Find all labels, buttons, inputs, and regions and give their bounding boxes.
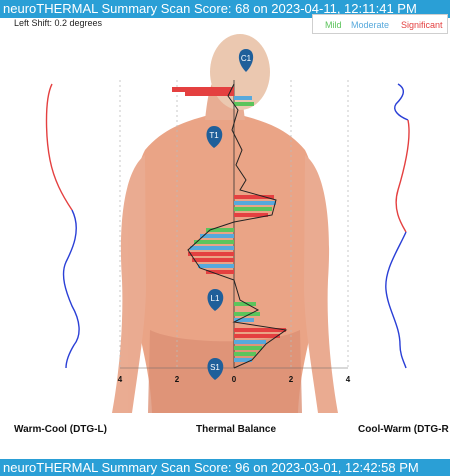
right-trend-blue-lower [385, 231, 407, 369]
marker-c1[interactable]: C1 [238, 49, 254, 72]
scan-header-current[interactable]: neuroTHERMAL Summary Scan Score: 68 on 2… [0, 0, 450, 18]
left-shift-label: Left Shift: 0.2 degrees [14, 18, 103, 28]
x-tick-label: 2 [175, 375, 180, 384]
marker-c1-label: C1 [241, 54, 252, 63]
right-trend-red [395, 119, 410, 233]
thermal-balance-label: Thermal Balance [196, 424, 277, 435]
balance-profile-line [187, 83, 288, 369]
warm-cool-label: Warm-Cool (DTG-L) [14, 424, 107, 435]
x-tick-label: 2 [289, 375, 294, 384]
marker-t1[interactable]: T1 [206, 126, 223, 148]
legend-significant: Significant [401, 20, 443, 30]
legend-mild: Mild [325, 20, 342, 30]
marker-l1-label: L1 [211, 294, 220, 303]
x-tick-label: 0 [232, 375, 237, 384]
marker-s1-label: S1 [210, 363, 220, 372]
marker-s1[interactable]: S1 [207, 358, 224, 380]
marker-l1[interactable]: L1 [207, 289, 224, 311]
right-trend-blue [394, 83, 409, 121]
scan-header-previous[interactable]: neuroTHERMAL Summary Scan Score: 96 on 2… [0, 459, 450, 476]
chart-gridlines [119, 80, 349, 368]
left-trend-blue [62, 209, 80, 369]
cool-warm-label: Cool-Warm (DTG-R [358, 424, 449, 435]
x-tick-label: 4 [118, 375, 123, 384]
severity-legend: Mild Moderate Significant [312, 14, 448, 34]
balance-bars [172, 87, 286, 362]
marker-t1-label: T1 [209, 131, 219, 140]
x-tick-label: 4 [346, 375, 351, 384]
bottom-label-bar [0, 413, 450, 447]
legend-moderate: Moderate [351, 20, 390, 30]
left-trend-red [45, 83, 73, 211]
